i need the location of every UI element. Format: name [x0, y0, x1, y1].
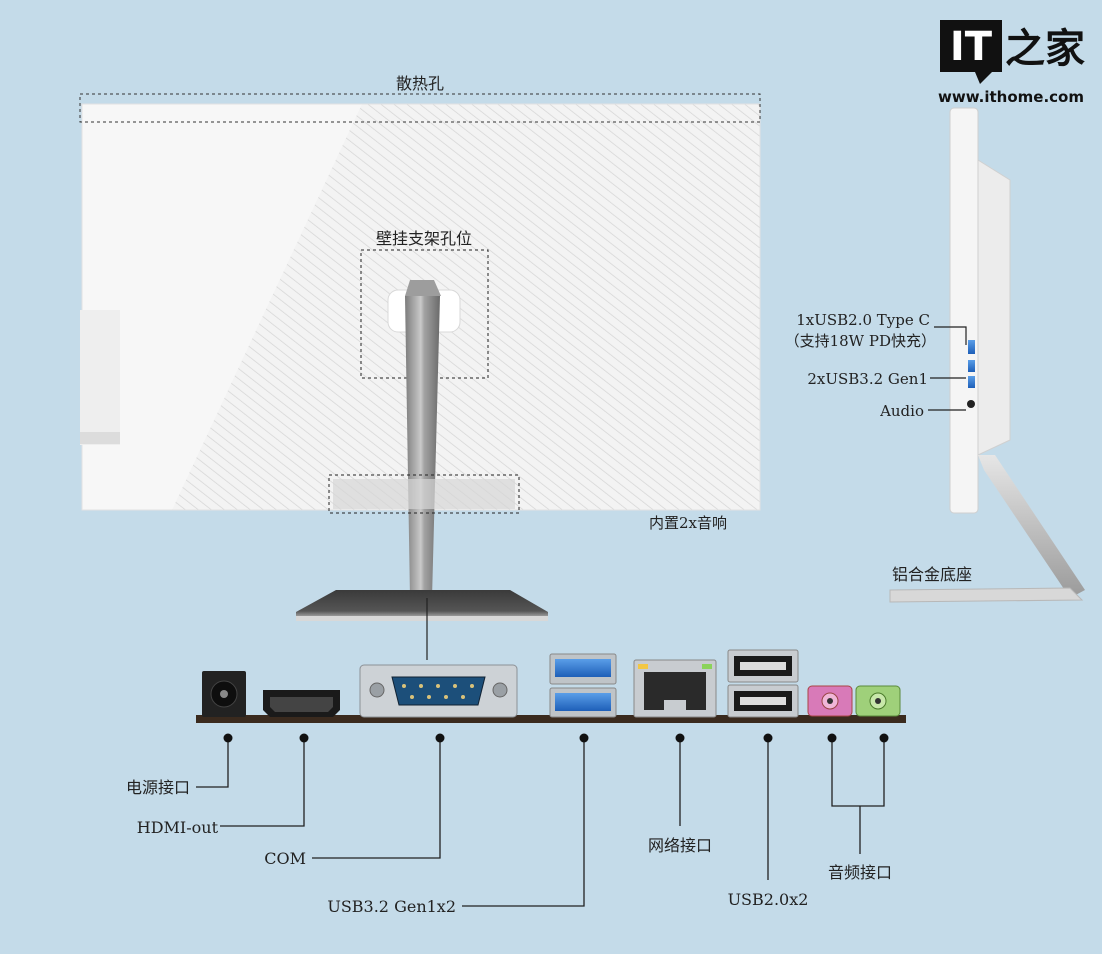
com-port	[359, 664, 518, 718]
usb2-ports	[727, 649, 799, 718]
vent-label: 散热孔	[396, 74, 444, 93]
side-view-monitor: 1xUSB2.0 Type C （支持18W PD快充） 2xUSB3.2 Ge…	[785, 107, 1085, 603]
side-usb3-a	[968, 360, 975, 372]
ithome-logo: IT 之家 www.ithome.com	[938, 20, 1085, 106]
side-stand-base	[889, 587, 1084, 603]
usb3-label: USB3.2 Gen1x2	[327, 897, 456, 916]
usb3-ports	[549, 653, 617, 718]
base-label: 铝合金底座	[892, 565, 972, 584]
audio-label: 音频接口	[828, 863, 892, 882]
side-usbc-label: 1xUSB2.0 Type C	[796, 311, 930, 329]
lan-label: 网络接口	[648, 836, 712, 855]
io-callout-dots	[223, 733, 889, 743]
logo-it-text: IT	[950, 24, 993, 70]
power-label: 电源接口	[126, 778, 190, 797]
side-audio-label: Audio	[879, 402, 924, 420]
side-usbc-note: （支持18W PD快充）	[785, 332, 936, 350]
side-usb-c	[968, 340, 975, 354]
speaker-label: 内置2x音响	[649, 514, 727, 532]
usb2-label: USB2.0x2	[728, 890, 809, 909]
side-usb3-b	[968, 376, 975, 388]
stand-neck	[405, 296, 440, 598]
com-label: COM	[264, 849, 306, 868]
power-port	[202, 671, 246, 717]
stand-base	[296, 590, 548, 620]
io-board	[196, 715, 906, 723]
hdmi-label: HDMI-out	[137, 818, 219, 837]
side-usb3-label: 2xUSB3.2 Gen1	[807, 370, 928, 388]
audio-jacks	[807, 685, 901, 717]
rear-view-monitor: 散热孔 壁挂支架孔位 内置2x音响	[79, 74, 761, 660]
lan-port	[633, 659, 717, 718]
hdmi-port	[263, 690, 340, 717]
side-stand-arm	[978, 455, 1085, 598]
side-audio-jack	[967, 400, 975, 408]
logo-cn-text: 之家	[1005, 26, 1085, 72]
io-callouts	[196, 738, 885, 907]
wall-mount-label: 壁挂支架孔位	[376, 229, 472, 248]
side-bump	[80, 310, 120, 445]
logo-url: www.ithome.com	[938, 88, 1084, 106]
io-panel	[196, 649, 906, 723]
